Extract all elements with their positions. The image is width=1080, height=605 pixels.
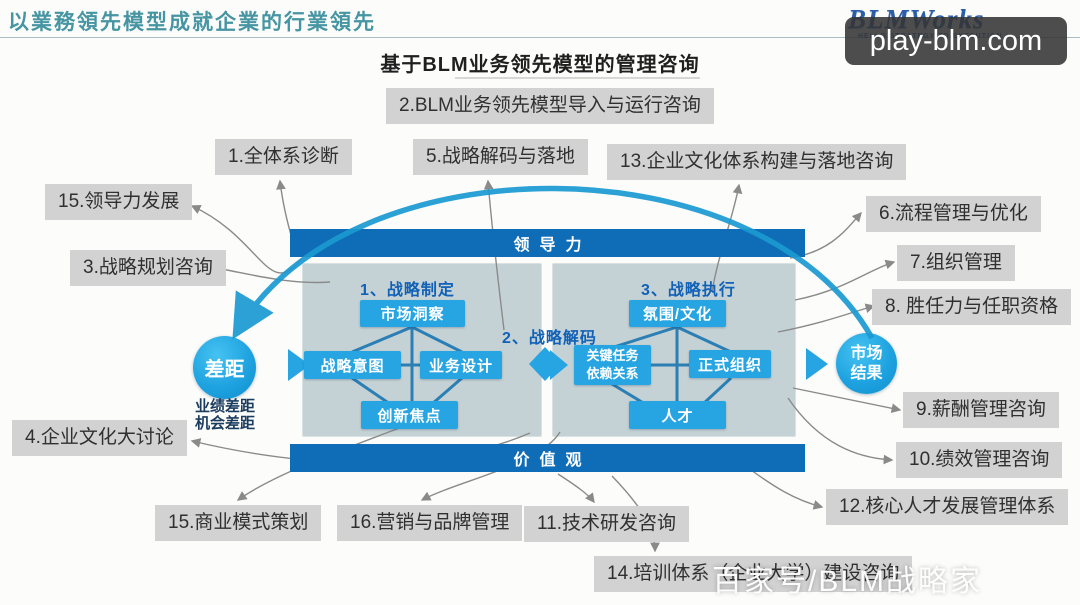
label-marketing-brand: 16.营销与品牌管理 — [337, 505, 523, 541]
key-tasks-box: 关键任务 依赖关系 — [574, 345, 651, 385]
gap-circle: 差距 — [193, 336, 256, 399]
model-to-result-arrow — [806, 348, 828, 380]
strategic-intent-box: 战略意图 — [304, 351, 401, 379]
innovation-focus-box: 创新焦点 — [361, 401, 458, 429]
talent-box: 人才 — [629, 401, 726, 429]
section-strategy-execution: 3、战略执行 — [641, 282, 736, 299]
label-training-system: 14.培训体系（企业大学）建设咨询 — [594, 556, 913, 592]
market-result-line2: 结果 — [850, 364, 883, 382]
market-insight-box: 市场洞察 — [360, 300, 465, 327]
label-strategy-planning: 3.战略规划咨询 — [70, 250, 226, 286]
performance-gap-text: 业绩差距 — [194, 398, 255, 415]
main-heading: 基于BLM业务领先模型的管理咨询 — [380, 54, 700, 76]
label-key-talent-development: 12.核心人才发展管理体系 — [826, 489, 1069, 525]
leadership-bar: 领导力 — [290, 229, 805, 257]
values-bar: 价值观 — [290, 444, 805, 472]
label-culture-discussion: 4.企业文化大讨论 — [12, 420, 187, 456]
key-tasks-line1: 关键任务 — [586, 348, 639, 364]
section-strategy-formulation: 1、战略制定 — [360, 282, 455, 299]
section-strategy-decode: 2、战略解码 — [502, 330, 597, 347]
label-rd-consulting: 11.技术研发咨询 — [524, 506, 690, 542]
label-business-model-planning: 15.商业模式策划 — [155, 505, 322, 541]
watermark-text: 百家号/BLM战略家 — [712, 565, 983, 598]
label-org-management: 7.组织管理 — [897, 245, 1015, 281]
key-tasks-line2: 依赖关系 — [586, 366, 639, 381]
label-culture-system: 13.企业文化体系构建与落地咨询 — [607, 144, 907, 180]
label-performance-consulting: 10.绩效管理咨询 — [896, 442, 1063, 478]
label-blm-import-operation: 2.BLM业务领先模型导入与运行咨询 — [386, 88, 714, 124]
gap-subtext: 业绩差距 机会差距 — [180, 398, 270, 433]
market-result-circle: 市场 结果 — [836, 333, 897, 394]
label-system-diagnosis: 1.全体系诊断 — [215, 139, 352, 175]
atmosphere-culture-box: 氛围/文化 — [629, 300, 726, 327]
heading-underline — [455, 77, 700, 79]
formal-org-box: 正式组织 — [689, 350, 771, 378]
play-blm-badge: play-blm.com — [845, 17, 1067, 65]
label-strategy-decode-landing: 5.战略解码与落地 — [413, 139, 588, 175]
market-result-line1: 市场 — [850, 345, 883, 363]
label-leadership-development: 15.领导力发展 — [45, 184, 193, 220]
label-compensation-consulting: 9.薪酬管理咨询 — [903, 392, 1059, 428]
page-title: 以業務領先模型成就企業的行業領先 — [8, 10, 376, 34]
top-divider-line — [0, 37, 1080, 38]
label-competency-qualification: 8. 胜任力与任职资格 — [872, 289, 1072, 325]
business-design-box: 业务设计 — [420, 351, 502, 379]
label-process-management: 6.流程管理与优化 — [866, 196, 1041, 232]
opportunity-gap-text: 机会差距 — [194, 415, 255, 433]
